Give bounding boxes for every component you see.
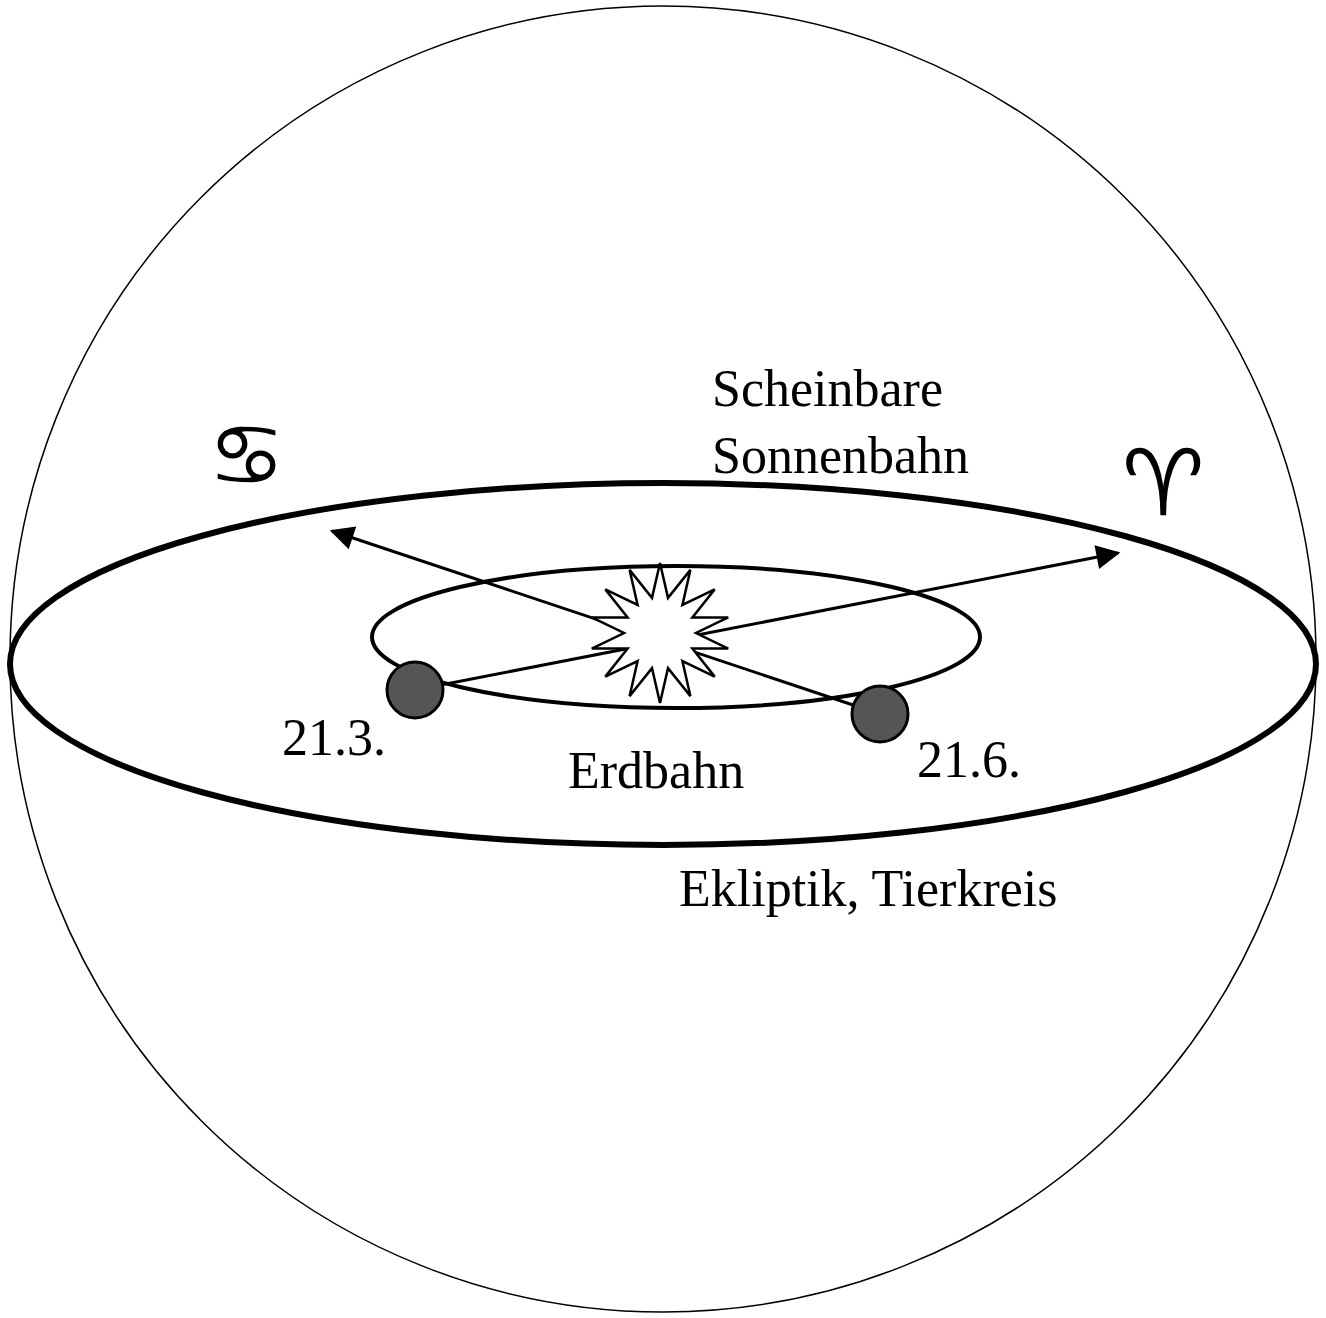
date-label: 21.3.	[282, 712, 386, 764]
earth-dot	[387, 662, 443, 718]
direction-arrow	[415, 553, 1118, 690]
ecliptic-ellipse	[10, 483, 1316, 845]
zodiac-symbol: ♋	[208, 412, 285, 498]
orbit-caption: Scheinbare Sonnenbahn	[712, 356, 1042, 489]
date-label: 21.6.	[917, 734, 1021, 786]
ecliptic-label: Ekliptik, Tierkreis	[679, 863, 1057, 915]
celestial-sphere	[10, 6, 1316, 1312]
zodiac-symbol: ♈	[1122, 438, 1204, 530]
orbit-label: Erdbahn	[568, 745, 744, 797]
sun-star	[592, 563, 728, 703]
earth-dot	[852, 686, 908, 742]
